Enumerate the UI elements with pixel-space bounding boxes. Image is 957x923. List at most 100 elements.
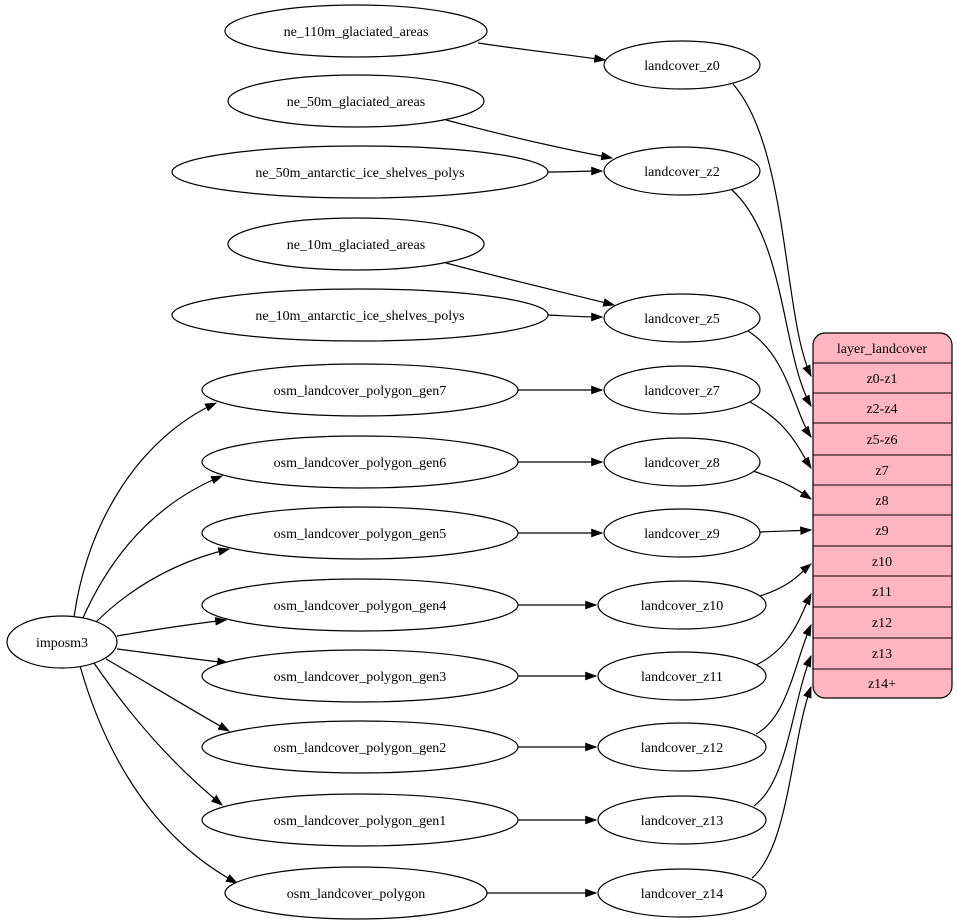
table-row-z5-z6: z5-z6 (866, 433, 897, 448)
node-landcover-z9: landcover_z9 (603, 508, 761, 558)
node-landcover-z12: landcover_z12 (597, 722, 767, 772)
landcover-z5-ellipse (603, 293, 761, 343)
osm-landcover-polygon-gen1-ellipse (201, 793, 519, 847)
landcover-z13-ellipse (597, 795, 767, 845)
table-row-z2-z4: z2-z4 (866, 402, 897, 417)
node-landcover-z7: landcover_z7 (603, 365, 761, 415)
node-ne-10m-antarctic-ice-shelves-polys: ne_10m_antarctic_ice_shelves_polys (171, 288, 549, 342)
edge-ne50m-antarctic-z2 (547, 166, 604, 176)
edge-z14-row (751, 685, 812, 879)
table-row-z12: z12 (872, 616, 892, 631)
edge-z10-row (759, 563, 812, 597)
ne-110m-glaciated-areas-ellipse (224, 4, 488, 58)
node-osm-landcover-polygon-gen6: osm_landcover_polygon_gen6 (201, 435, 519, 489)
edge-z5-row (747, 330, 812, 438)
edge-z9-row (759, 526, 813, 535)
landcover-z10-ellipse (597, 580, 767, 630)
osm-landcover-polygon-label: osm_landcover_polygon (287, 887, 425, 902)
landcover-z11-ellipse (597, 651, 767, 701)
landcover-z9-ellipse (603, 508, 761, 558)
edge-ne10m-antarctic-z5 (547, 312, 604, 322)
node-landcover-z13: landcover_z13 (597, 795, 767, 845)
osm-landcover-polygon-gen2-label: osm_landcover_polygon_gen2 (274, 741, 447, 756)
osm-landcover-polygon-gen7-ellipse (201, 363, 519, 417)
edge-ne50m-glaciated-z2 (445, 119, 614, 161)
ne-50m-glaciated-areas-label: ne_50m_glaciated_areas (287, 95, 425, 110)
table-row-z0-z1: z0-z1 (866, 372, 897, 387)
edge-z2-row (730, 188, 812, 408)
osm-landcover-polygon-gen6-ellipse (201, 435, 519, 489)
node-imposm3: imposm3 (6, 615, 118, 669)
node-osm-landcover-polygon-gen3: osm_landcover_polygon_gen3 (201, 649, 519, 703)
landcover-z0-ellipse (603, 40, 761, 90)
edge-z8-row (752, 470, 812, 500)
osm-landcover-polygon-gen6-label: osm_landcover_polygon_gen6 (274, 456, 447, 471)
osm-landcover-polygon-gen3-label: osm_landcover_polygon_gen3 (274, 670, 447, 685)
landcover-z7-ellipse (603, 365, 761, 415)
node-osm-landcover-polygon-gen4: osm_landcover_polygon_gen4 (201, 578, 519, 632)
ne-10m-glaciated-areas-label: ne_10m_glaciated_areas (287, 238, 425, 253)
table-row-z14plus: z14+ (868, 677, 896, 692)
node-landcover-z10: landcover_z10 (597, 580, 767, 630)
edge-imposm3-polygon (79, 665, 239, 884)
edge-z7-row (749, 401, 812, 470)
edge-z0-row (732, 83, 812, 378)
landcover-z13-label: landcover_z13 (641, 814, 723, 829)
edge-ne110m-z0 (477, 42, 607, 63)
imposm3-ellipse (6, 615, 118, 669)
node-osm-landcover-polygon: osm_landcover_polygon (224, 866, 488, 920)
landcover-z9-label: landcover_z9 (644, 527, 719, 542)
node-landcover-z2: landcover_z2 (603, 146, 761, 196)
edge-z11-row (755, 592, 812, 666)
node-landcover-z0: landcover_z0 (603, 40, 761, 90)
osm-landcover-polygon-gen1-label: osm_landcover_polygon_gen1 (274, 814, 447, 829)
table-row-z11: z11 (872, 585, 892, 600)
landcover-z2-label: landcover_z2 (644, 165, 719, 180)
node-ne-50m-antarctic-ice-shelves-polys: ne_50m_antarctic_ice_shelves_polys (171, 145, 549, 199)
landcover-z11-label: landcover_z11 (641, 670, 723, 685)
edge-imposm3-gen5 (93, 547, 231, 625)
landcover-z7-label: landcover_z7 (644, 384, 719, 399)
node-landcover-z5: landcover_z5 (603, 293, 761, 343)
osm-landcover-polygon-gen7-label: osm_landcover_polygon_gen7 (274, 384, 447, 399)
ne-10m-antarctic-ice-shelves-polys-label: ne_10m_antarctic_ice_shelves_polys (255, 309, 464, 324)
edge-imposm3-gen3 (116, 648, 230, 667)
node-osm-landcover-polygon-gen5: osm_landcover_polygon_gen5 (201, 506, 519, 560)
landcover-z14-ellipse (597, 868, 767, 918)
edge-z12-row (755, 623, 812, 735)
ne-50m-antarctic-ice-shelves-polys-ellipse (171, 145, 549, 199)
osm-landcover-polygon-gen2-ellipse (201, 720, 519, 774)
node-landcover-z14: landcover_z14 (597, 868, 767, 918)
edge-imposm3-gen6 (81, 475, 224, 621)
node-osm-landcover-polygon-gen1: osm_landcover_polygon_gen1 (201, 793, 519, 847)
landcover-z0-label: landcover_z0 (644, 59, 719, 74)
edge-imposm3-gen1 (93, 662, 223, 806)
table-row-z7: z7 (875, 464, 888, 479)
landcover-z8-ellipse (603, 437, 761, 487)
ne-10m-glaciated-areas-ellipse (227, 217, 485, 271)
edge-imposm3-gen4 (116, 616, 228, 637)
osm-landcover-polygon-gen5-label: osm_landcover_polygon_gen5 (274, 527, 447, 542)
node-ne-50m-glaciated-areas: ne_50m_glaciated_areas (227, 74, 485, 128)
landcover-z5-label: landcover_z5 (644, 312, 719, 327)
table-row-z13: z13 (872, 647, 892, 662)
ne-110m-glaciated-areas-label: ne_110m_glaciated_areas (284, 25, 429, 40)
edge-imposm3-gen2 (105, 658, 231, 732)
landcover-z2-ellipse (603, 146, 761, 196)
node-landcover-z11: landcover_z11 (597, 651, 767, 701)
table-row-z9: z9 (875, 524, 888, 539)
edge-ne10m-glaciated-z5 (445, 262, 616, 307)
landcover-z8-label: landcover_z8 (644, 456, 719, 471)
node-landcover-z8: landcover_z8 (603, 437, 761, 487)
node-ne-110m-glaciated-areas: ne_110m_glaciated_areas (224, 4, 488, 58)
table-row-z8: z8 (875, 494, 888, 509)
landcover-z12-label: landcover_z12 (641, 741, 723, 756)
table-row-z10: z10 (872, 555, 892, 570)
ne-50m-glaciated-areas-ellipse (227, 74, 485, 128)
table-title: layer_landcover (837, 342, 928, 357)
ne-50m-antarctic-ice-shelves-polys-label: ne_50m_antarctic_ice_shelves_polys (255, 166, 464, 181)
landcover-z12-ellipse (597, 722, 767, 772)
ne-10m-antarctic-ice-shelves-polys-ellipse (171, 288, 549, 342)
